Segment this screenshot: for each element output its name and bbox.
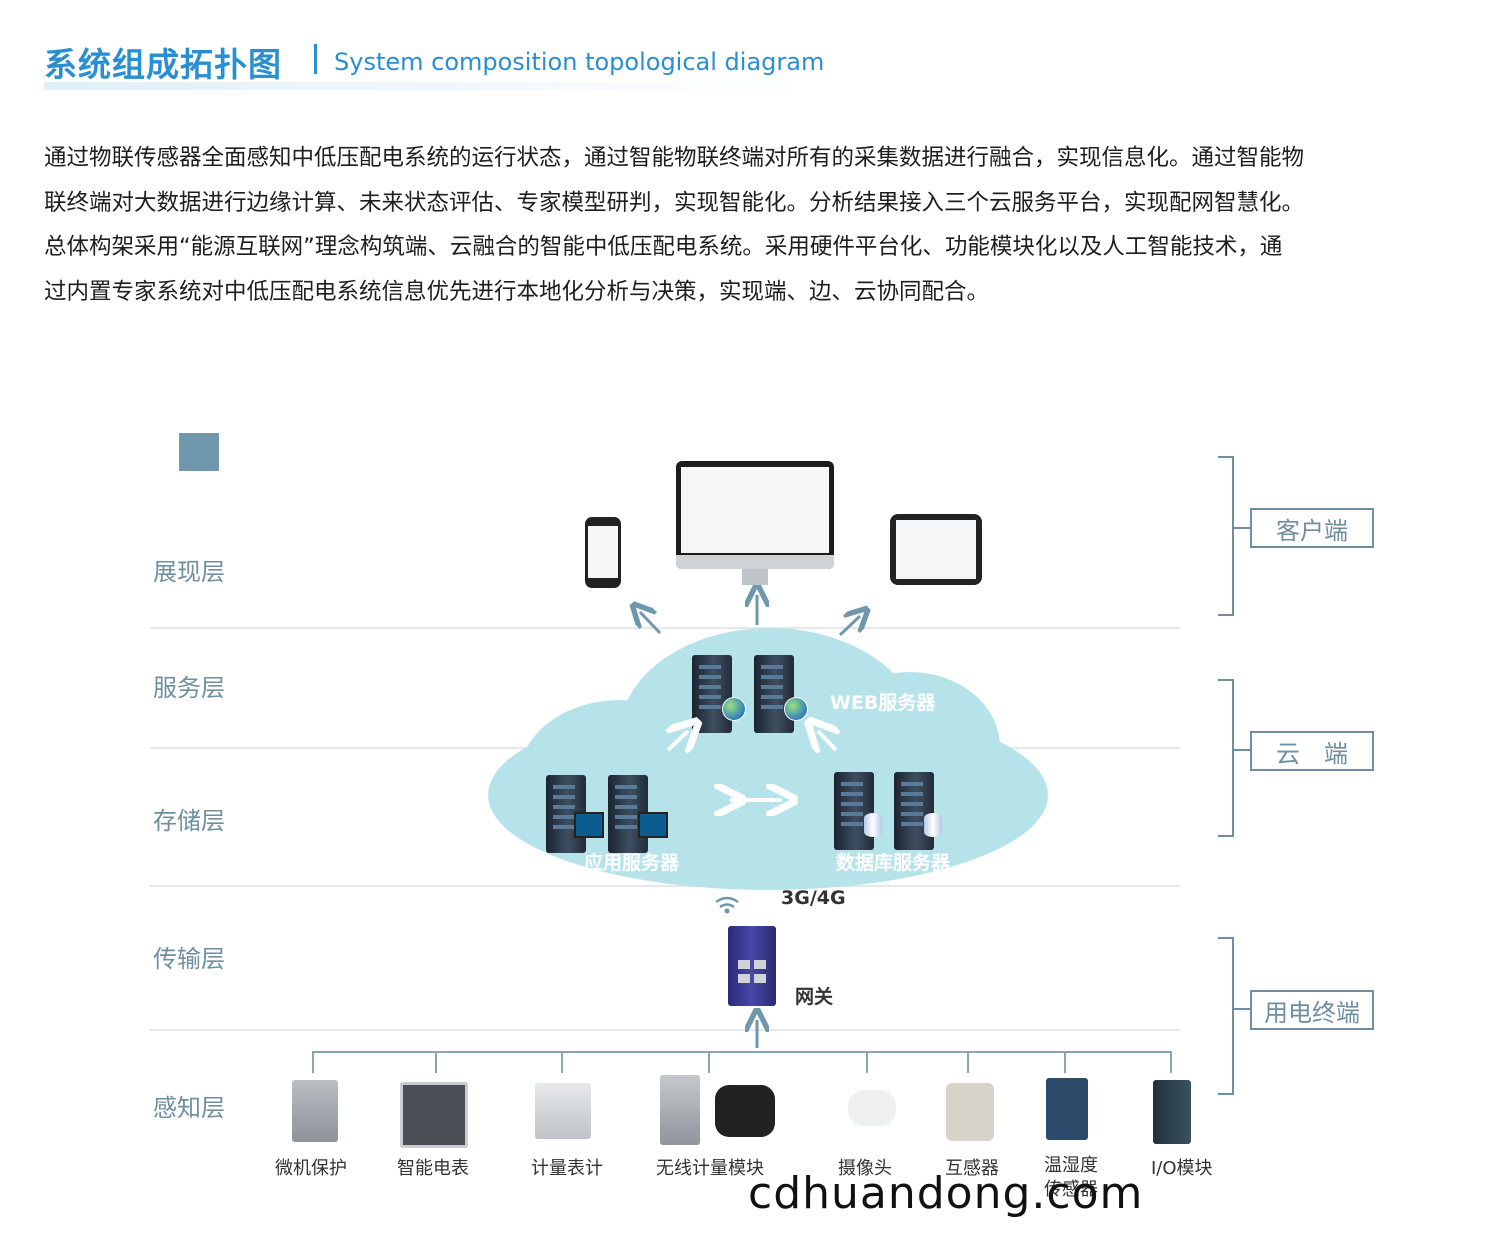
monitor-icon	[638, 812, 668, 838]
io-module-icon	[1153, 1080, 1191, 1144]
database-icon	[924, 813, 942, 837]
bus-drop	[1170, 1051, 1172, 1073]
energy-meter-icon	[535, 1083, 591, 1139]
bracket-line	[1232, 456, 1234, 616]
terminal-bus	[312, 1051, 1172, 1053]
bracket-top	[1218, 937, 1234, 939]
watermark: cdhuandong.com	[748, 1168, 1144, 1219]
description-line: 通过物联传感器全面感知中低压配电系统的运行状态，通过智能物联终端对所有的采集数据…	[44, 145, 1305, 171]
page-subtitle: System composition topological diagram	[334, 48, 825, 76]
terminal-label: 微机保护	[275, 1158, 347, 1179]
description-paragraph: 通过物联传感器全面感知中低压配电系统的运行状态，通过智能物联终端对所有的采集数据…	[44, 136, 1468, 314]
terminal-label: 摄像头	[838, 1158, 892, 1179]
terminal-label: 计量表计	[531, 1158, 603, 1179]
bracket-connector	[1232, 527, 1252, 529]
layer-label-presentation: 展现层	[153, 558, 225, 586]
bus-drop	[312, 1051, 314, 1073]
bracket-top	[1218, 679, 1234, 681]
bus-drop	[1064, 1051, 1066, 1073]
relay-protection-icon	[292, 1080, 338, 1142]
layer-label-storage: 存储层	[153, 807, 225, 835]
description-line: 过内置专家系统对中低压配电系统信息优先进行本地化分析与决策，实现端、边、云协同配…	[44, 278, 990, 305]
monitor-stand	[742, 569, 768, 585]
bus-drop	[561, 1051, 563, 1073]
description-line: 总体构架采用“能源互联网”理念构筑端、云融合的智能中低压配电系统。采用硬件平台化…	[44, 234, 1283, 260]
bracket-connector	[1232, 1008, 1252, 1010]
db-server-icon	[834, 772, 874, 850]
legend-square	[179, 433, 219, 471]
layer-label-service: 服务层	[153, 674, 225, 702]
group-terminal: 用电终端	[1250, 990, 1374, 1030]
terminal-label: 互感器	[945, 1158, 999, 1179]
bracket-line	[1232, 937, 1234, 1095]
terminal-label: I/O模块	[1151, 1158, 1213, 1179]
current-clamp-icon	[715, 1085, 775, 1137]
database-icon	[864, 813, 882, 837]
web-server-label: WEB服务器	[830, 692, 936, 714]
page-title: 系统组成拓扑图	[44, 45, 282, 84]
title-separator	[314, 44, 317, 74]
bracket-bottom	[1218, 614, 1234, 616]
bus-drop	[967, 1051, 969, 1073]
title-underline	[44, 82, 814, 90]
bracket-line	[1232, 679, 1234, 837]
gateway-icon	[728, 926, 776, 1006]
terminal-label: 无线计量模块	[656, 1158, 764, 1179]
group-client: 客户端	[1250, 508, 1374, 548]
bus-drop	[708, 1051, 710, 1073]
gateway-label: 网关	[795, 986, 834, 1008]
db-server-icon	[894, 772, 934, 850]
smartphone-icon	[585, 517, 621, 588]
terminal-label: 温湿度传感器	[1044, 1155, 1098, 1200]
bracket-bottom	[1218, 1093, 1234, 1095]
humidity-sensor-icon	[1046, 1078, 1088, 1140]
layer-divider	[150, 627, 1180, 629]
desktop-monitor-icon	[676, 461, 834, 569]
web-server-icon	[754, 655, 794, 733]
bracket-top	[1218, 456, 1234, 458]
db-server-label: 数据库服务器	[836, 852, 951, 874]
transformer-icon	[946, 1083, 994, 1141]
group-cloud: 云 端	[1250, 731, 1374, 771]
description-line: 联终端对大数据进行边缘计算、未来状态评估、专家模型研判，实现智能化。分析结果接入…	[44, 189, 1305, 216]
terminal-label: 智能电表	[397, 1158, 469, 1179]
smart-meter-icon	[400, 1082, 468, 1148]
camera-icon	[848, 1090, 896, 1126]
globe-icon	[722, 697, 746, 721]
tablet-icon	[890, 514, 982, 585]
monitor-icon	[574, 812, 604, 838]
bus-drop	[866, 1051, 868, 1073]
bus-drop	[435, 1051, 437, 1073]
layer-divider	[150, 885, 1180, 887]
bracket-bottom	[1218, 835, 1234, 837]
app-server-label: 应用服务器	[584, 852, 680, 874]
layer-divider	[150, 1029, 1180, 1031]
layer-label-transmission: 传输层	[153, 945, 225, 973]
bracket-connector	[1232, 749, 1252, 751]
signal-label: 3G/4G	[781, 887, 846, 909]
layer-label-perception: 感知层	[153, 1094, 225, 1122]
wireless-module-icon	[660, 1075, 700, 1145]
